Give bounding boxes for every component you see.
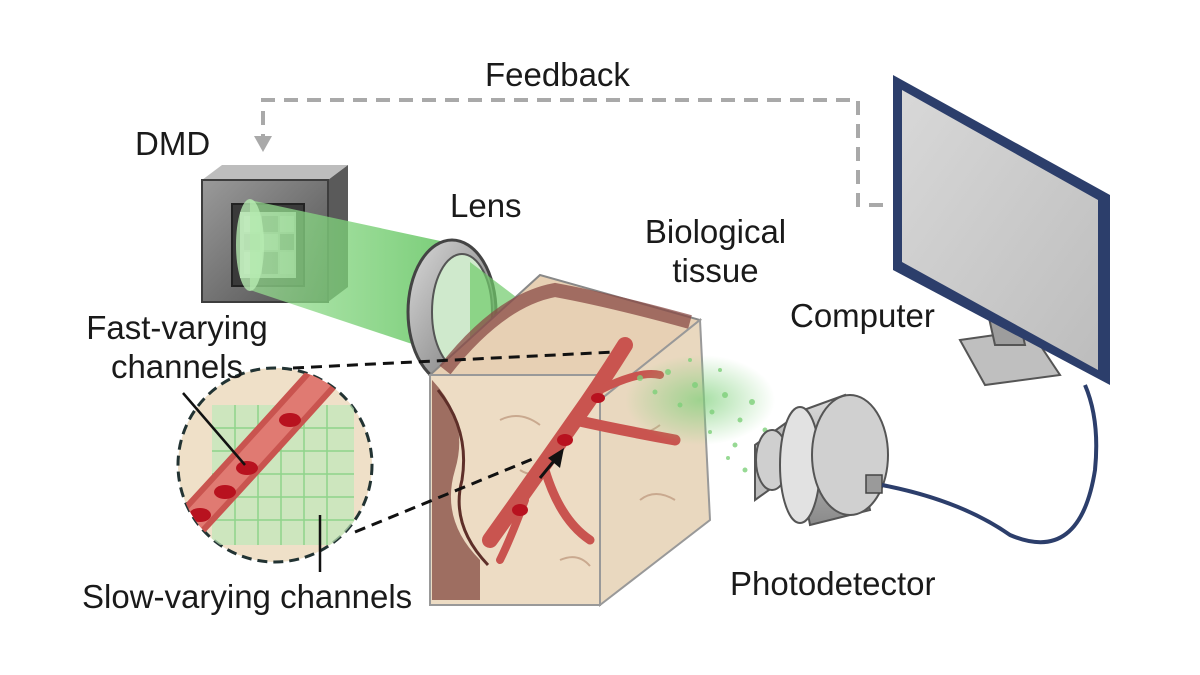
- fast-channels-pointer: [182, 392, 246, 466]
- fast-channels-line2: channels: [110, 347, 244, 385]
- dmd-label: DMD: [135, 125, 211, 162]
- tissue-label: Biological tissue: [638, 213, 793, 291]
- tissue-label-line2: tissue: [672, 251, 759, 289]
- detector-cable: [881, 384, 1099, 545]
- photodetector-label: Photodetector: [730, 565, 936, 602]
- scattered-light: [625, 355, 775, 473]
- inset-magnified-view: [176, 366, 374, 564]
- feedback-label: Feedback: [485, 56, 630, 93]
- zoom-lines: [292, 350, 616, 534]
- lens-label: Lens: [450, 187, 522, 224]
- photodetector: [754, 393, 889, 527]
- biological-tissue: [427, 273, 712, 608]
- fast-channels-label: Fast-varying channels: [82, 309, 272, 387]
- computer-monitor: [893, 75, 1110, 387]
- computer-label: Computer: [790, 297, 935, 334]
- light-beam: [236, 199, 445, 355]
- fast-channels-line1: Fast-varying: [86, 309, 268, 346]
- feedback-arrow: [254, 98, 883, 207]
- slow-channels-label: Slow-varying channels: [82, 578, 413, 615]
- tissue-label-line1: Biological: [644, 213, 787, 250]
